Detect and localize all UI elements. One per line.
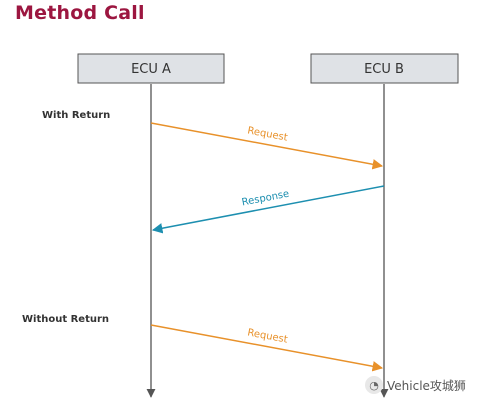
message-arrow-request [150, 324, 384, 372]
watermark: ◔ Vehicle攻城狮 [365, 376, 466, 394]
watermark-text: Vehicle攻城狮 [387, 378, 466, 393]
participant-label: ECU B [364, 62, 404, 77]
message-arrow-request [150, 122, 384, 170]
section-label-without-return: Without Return [22, 314, 109, 325]
message-label-request: Request [246, 125, 288, 143]
message-label-request: Request [246, 327, 288, 345]
participant-label: ECU A [131, 62, 171, 77]
wechat-icon: ◔ [365, 376, 383, 394]
participant-ecu-a: ECU A [77, 53, 225, 84]
participant-ecu-b: ECU B [310, 53, 459, 84]
page-title: Method Call [15, 2, 145, 24]
section-label-with-return: With Return [42, 110, 110, 121]
message-arrow-response [151, 185, 385, 234]
